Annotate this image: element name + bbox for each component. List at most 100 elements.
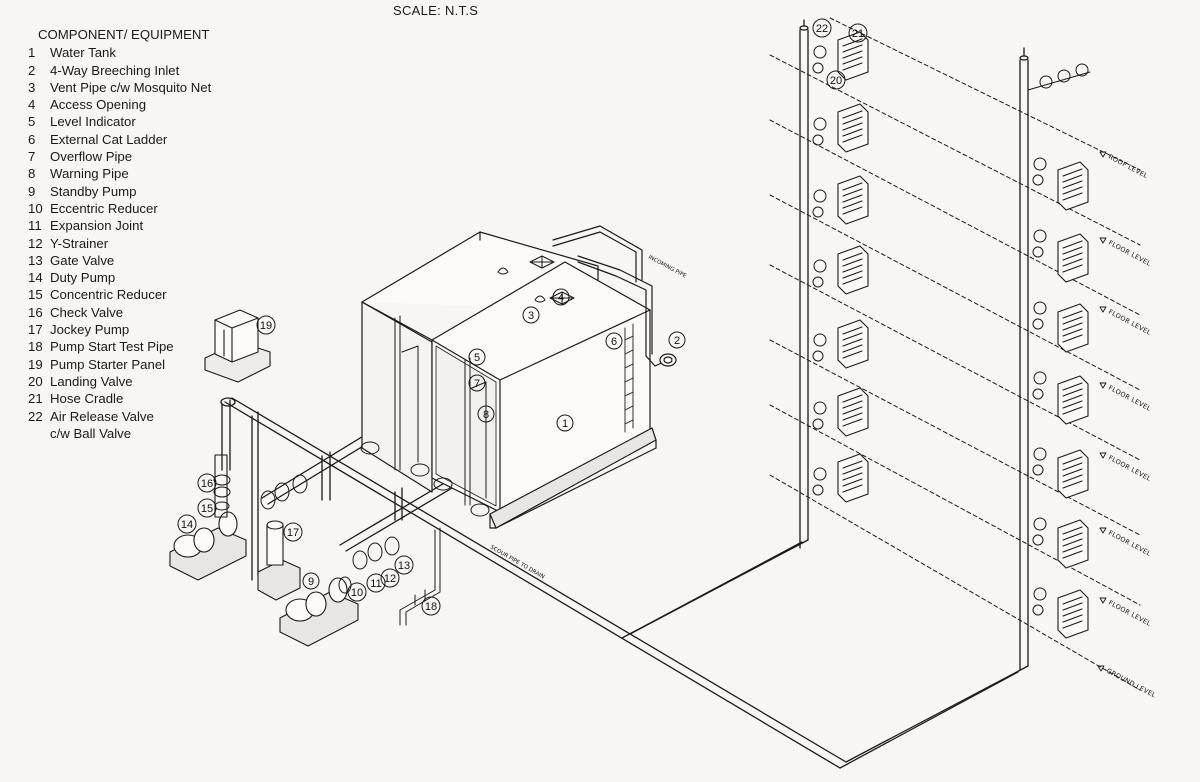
svg-text:16: 16	[201, 478, 213, 490]
water-tanks	[361, 231, 657, 529]
callout-17: 17	[283, 522, 303, 542]
svg-text:15: 15	[201, 503, 213, 515]
legend-label: Concentric Reducer	[50, 287, 167, 303]
svg-text:12: 12	[384, 573, 396, 585]
legend-label: Pump Start Test Pipe	[50, 339, 174, 355]
legend-item: 11 Expansion Joint	[28, 217, 211, 234]
level-markers	[1097, 151, 1107, 672]
incoming-pipe-label: INCOMING PIPE	[647, 254, 687, 279]
legend-number: 4	[28, 97, 36, 113]
svg-text:6: 6	[611, 336, 617, 348]
callout-1: 1	[556, 414, 574, 432]
vent-pipe	[497, 267, 546, 303]
callout-4: 4	[552, 288, 570, 306]
legend-number: 17	[28, 322, 43, 338]
floor-level-label: FLOOR LEVEL	[1107, 454, 1152, 483]
legend-label: Access Opening	[50, 97, 147, 113]
callout-12: 12	[380, 568, 400, 588]
legend-number: 12	[28, 235, 43, 251]
floor-level-label: FLOOR LEVEL	[1107, 529, 1152, 558]
legend-label: Y-Strainer	[50, 235, 109, 251]
legend-number: 19	[28, 356, 43, 372]
svg-text:17: 17	[287, 527, 299, 539]
legend-item: 4 Access Opening	[28, 96, 211, 113]
legend-label: 4-Way Breeching Inlet	[50, 62, 180, 78]
floor-level-label: FLOOR LEVEL	[1107, 599, 1152, 628]
legend-number: 1	[28, 45, 36, 61]
callout-22: 22	[812, 18, 832, 38]
legend-item: 2 4-Way Breeching Inlet	[28, 62, 211, 79]
svg-text:5: 5	[474, 352, 480, 364]
svg-text:4: 4	[558, 292, 564, 304]
legend-number: 9	[28, 183, 36, 199]
svg-text:18: 18	[425, 601, 437, 613]
legend-label: Vent Pipe c/w Mosquito Net	[50, 79, 212, 95]
standby-pump	[279, 577, 359, 647]
legend-item: 22 Air Release Valve	[28, 408, 211, 425]
svg-text:13: 13	[398, 560, 410, 572]
callout-15: 15	[197, 498, 217, 518]
svg-text:19: 19	[260, 320, 272, 332]
callout-2: 2	[668, 331, 686, 349]
tank-side-pipes	[394, 315, 487, 506]
legend-number: 6	[28, 131, 36, 147]
legend-label: External Cat Ladder	[50, 131, 168, 147]
legend-label: Expansion Joint	[50, 218, 144, 234]
legend-label: Pump Starter Panel	[50, 356, 166, 372]
legend-title: COMPONENT/ EQUIPMENT	[38, 27, 210, 42]
legend-label: Gate Valve	[50, 252, 115, 268]
floor-level-label: FLOOR LEVEL	[1107, 239, 1152, 268]
svg-text:10: 10	[351, 587, 363, 599]
legend-number: 7	[28, 149, 36, 165]
callout-6: 6	[605, 332, 623, 350]
callout-7: 7	[468, 374, 486, 392]
callout-9: 9	[302, 572, 320, 590]
svg-text:3: 3	[528, 310, 534, 322]
legend-number: 11	[28, 218, 42, 234]
level-lines	[769, 17, 1141, 691]
cat-ladder	[624, 323, 634, 433]
svg-text:8: 8	[483, 409, 489, 421]
legend-label: Jockey Pump	[50, 322, 130, 338]
svg-text:22: 22	[816, 23, 828, 35]
jockey-pump	[257, 520, 301, 601]
legend-number: 10	[28, 200, 43, 216]
legend-item: 19 Pump Starter Panel	[28, 356, 211, 373]
callout-13: 13	[394, 555, 414, 575]
callout-10: 10	[347, 582, 367, 602]
legend-number: 2	[28, 62, 36, 78]
svg-text:11: 11	[370, 578, 381, 590]
pumps	[169, 454, 359, 647]
legend-number: 21	[28, 391, 43, 407]
svg-text:2: 2	[674, 335, 680, 347]
legend-number: 8	[28, 166, 36, 182]
legend-item: 17 Jockey Pump	[28, 321, 211, 338]
legend-label: Water Tank	[50, 45, 116, 61]
pump-fittings	[213, 441, 490, 594]
legend-item: 12 Y-Strainer	[28, 235, 211, 252]
legend-number: 18	[28, 339, 43, 355]
legend-label: Duty Pump	[50, 270, 116, 286]
svg-text:20: 20	[830, 75, 842, 87]
svg-text:1: 1	[562, 418, 568, 430]
legend-label: Check Valve	[50, 304, 124, 320]
landing-valves	[812, 45, 1091, 616]
legend-number: 22	[28, 408, 43, 424]
callout-20: 20	[826, 70, 846, 90]
legend-number: 16	[28, 304, 43, 320]
legend-label: Warning Pipe	[50, 166, 129, 182]
legend-label: Air Release Valve	[50, 408, 154, 424]
riser-pipes	[799, 19, 1029, 671]
svg-text:7: 7	[474, 378, 480, 390]
legend-label: Landing Valve	[50, 373, 133, 389]
